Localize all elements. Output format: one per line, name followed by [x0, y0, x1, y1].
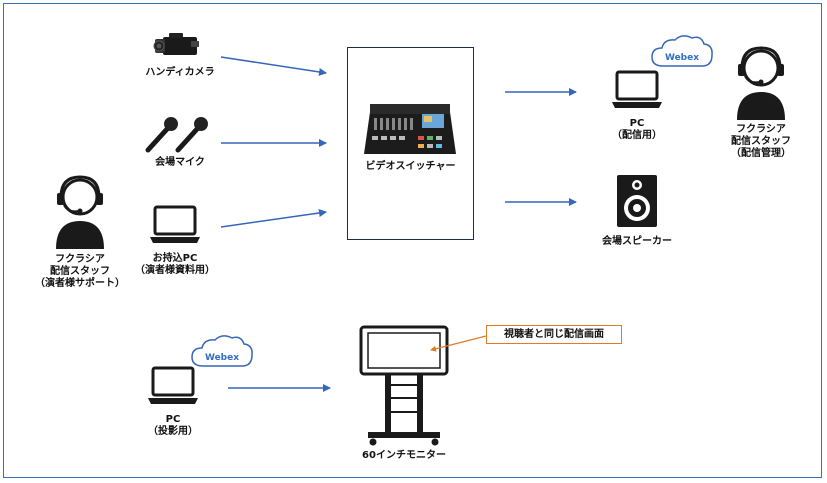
- cloud-icon-top: Webex: [651, 35, 713, 67]
- webex-label-top: Webex: [665, 53, 699, 63]
- pc-stream-label: PC （配信用）: [612, 118, 662, 141]
- laptop-icon: [150, 205, 200, 243]
- laptop-icon-stream: [612, 70, 662, 108]
- switcher-label: ビデオスイッチャー: [365, 161, 456, 172]
- camcorder-icon: [153, 33, 199, 55]
- staff-right-label: フクラシア 配信スタッフ （配信管理）: [731, 124, 791, 159]
- laptop-icon-projection: [148, 366, 198, 404]
- microphone-icon: [145, 117, 208, 153]
- staff-left-label: フクラシア 配信スタッフ （演者様サポート）: [35, 254, 125, 289]
- laptop-left-label: お持込PC （演者様資料用）: [135, 253, 215, 276]
- pc-projection-label: PC （投影用）: [148, 414, 198, 437]
- diagram-frame: [3, 3, 822, 478]
- monitor-stand-icon: [359, 325, 449, 446]
- webex-label-bottom: Webex: [205, 353, 239, 363]
- arrow-laptop-to-switcher: [220, 209, 327, 228]
- video-switcher-icon: [364, 104, 456, 154]
- camera-label: ハンディカメラ: [145, 67, 215, 78]
- mic-label: 会場マイク: [155, 157, 205, 168]
- callout-label: 視聴者と同じ配信画面: [486, 325, 622, 344]
- arrow-camera-to-switcher: [220, 56, 327, 76]
- monitor-label: 60インチモニター: [362, 450, 446, 461]
- staff-headset-icon-left: [56, 175, 104, 249]
- callout-leader: [430, 335, 487, 352]
- staff-headset-icon-right: [737, 46, 785, 120]
- speaker-label: 会場スピーカー: [602, 236, 672, 247]
- cloud-icon-bottom: Webex: [191, 335, 253, 367]
- speaker-icon: [617, 175, 657, 227]
